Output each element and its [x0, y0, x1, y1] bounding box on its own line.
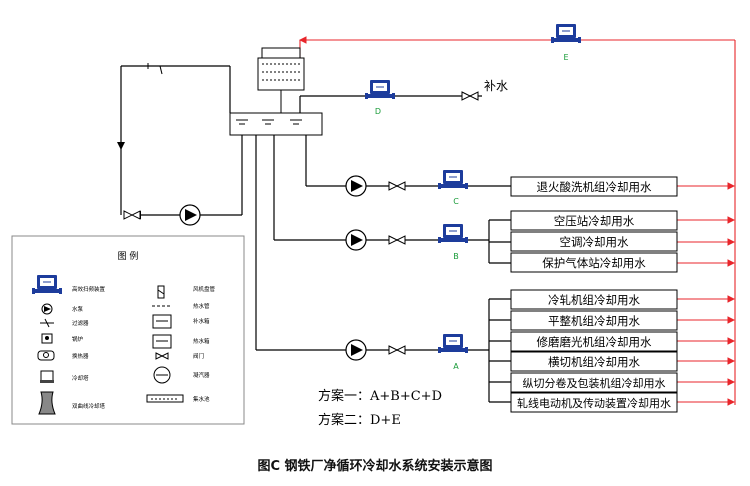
cooling-tower-icon [40, 370, 54, 383]
consumer-label: 空压站冷却用水 [554, 214, 635, 228]
collection-basin [229, 112, 323, 136]
consumer-label: 修磨磨光机组冷却用水 [537, 335, 652, 349]
boiler-icon [41, 333, 53, 344]
makeup-tank-icon [152, 314, 172, 329]
hyperbolic-tower-icon [38, 391, 56, 415]
makeup-water-label: 补水 [484, 79, 508, 93]
consumer-label: 空调冷却用水 [560, 235, 629, 249]
pump-icon [41, 303, 53, 315]
consumer-label: 平整机组冷却用水 [548, 314, 640, 328]
legend-item: 过滤器 [72, 319, 89, 327]
device-label-e: E [563, 53, 568, 62]
figure-caption: 图C 钢铁厂净循环冷却水系统安装示意图 [257, 459, 493, 474]
device-e-icon [550, 23, 582, 44]
condenser-icon [153, 366, 171, 384]
legend: 图 例 高效扫频装置 水泵 过滤器 锅炉 换热器 冷却塔 双曲线冷却塔 风机盘管… [11, 235, 245, 425]
device-label-c: C [453, 197, 459, 206]
valve-icon [155, 352, 169, 360]
consumer-label: 轧线电动机及传动装置冷却用水 [517, 396, 671, 410]
legend-item: 热水箱 [193, 337, 210, 345]
consumer-boxes: 退火酸洗机组冷却用水 空压站冷却用水 空调冷却用水 保护气体站冷却用水 冷轧机组… [510, 176, 678, 413]
filter-icon [40, 318, 54, 328]
legend-item: 高效扫频装置 [72, 285, 106, 293]
filter-loop [117, 63, 243, 226]
scheme-1: 方案一：A+B+C+D [318, 388, 442, 404]
fan-coil-icon [157, 285, 165, 299]
legend-item: 换热器 [72, 352, 89, 360]
consumer-label: 纵切分卷及包装机组冷却用水 [523, 376, 666, 390]
consumer-label: 保护气体站冷却用水 [542, 256, 646, 270]
makeup-line [299, 79, 482, 113]
hot-water-tank-icon [152, 334, 172, 349]
legend-item: 补水箱 [193, 317, 210, 325]
legend-title: 图 例 [118, 250, 139, 262]
device-label-d: D [375, 107, 381, 116]
device-label-a: A [453, 362, 459, 371]
device-label-b: B [453, 252, 459, 261]
cooling-tower [257, 47, 305, 113]
supply-lines [255, 135, 511, 403]
legend-item: 集水池 [193, 395, 210, 403]
legend-item: 热水管 [193, 302, 210, 310]
legend-item: 水泵 [72, 305, 84, 313]
legend-item: 凝汽器 [193, 371, 210, 379]
consumer-box [510, 176, 678, 197]
sump-icon [146, 394, 184, 403]
scheme-2: 方案二：D+E [318, 412, 401, 428]
legend-item: 双曲线冷却塔 [72, 402, 106, 410]
consumer-label: 冷轧机组冷却用水 [548, 293, 640, 307]
legend-item: 阀门 [193, 352, 204, 360]
consumer-label: 横切机组冷却用水 [548, 355, 640, 369]
legend-item: 冷却塔 [72, 374, 89, 382]
consumer-label: 退火酸洗机组冷却用水 [537, 180, 652, 194]
heat-exchanger-icon [37, 350, 55, 361]
return-lines [298, 36, 736, 406]
legend-item: 风机盘管 [193, 285, 216, 293]
legend-item: 锅炉 [72, 335, 84, 343]
